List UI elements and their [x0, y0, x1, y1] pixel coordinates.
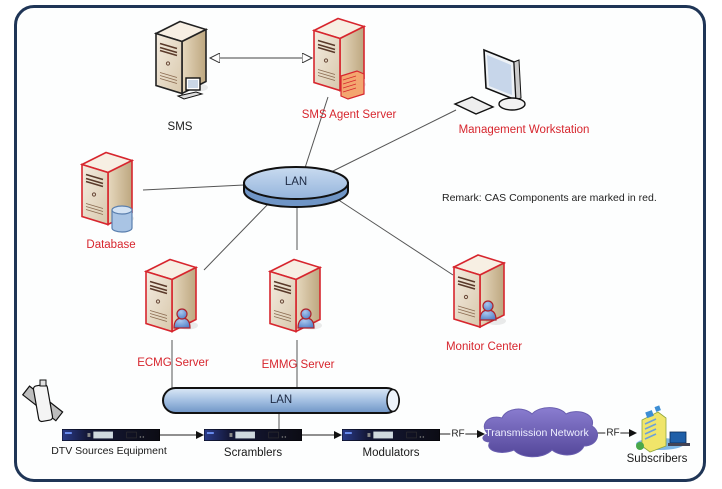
tv-icon [669, 431, 687, 444]
edge-monitor-lan [333, 196, 454, 276]
subscribers-building-icon[interactable] [636, 405, 690, 453]
pc-icon [176, 77, 204, 100]
satellite-icon [21, 379, 64, 423]
management-workstation-icon[interactable] [453, 48, 526, 115]
emmg-server-icon[interactable] [269, 258, 323, 333]
ecmg-server-label: ECMG Server [137, 357, 209, 369]
sms-server-icon[interactable] [155, 20, 209, 100]
lan-bus-icon[interactable] [162, 387, 400, 414]
edge-sms-agent-lan [303, 96, 329, 172]
modulators-rack-icon[interactable] [342, 429, 440, 441]
ecmg-server-icon[interactable] [145, 258, 199, 333]
database-server-icon[interactable] [81, 151, 135, 233]
scramblers-label: Scramblers [223, 447, 283, 459]
connector-lines [142, 96, 457, 430]
rf-label-subscribers: RF [605, 427, 621, 439]
dtv-sources-label: DTV Sources Equipment [51, 445, 167, 457]
subscribers-label: Subscribers [626, 453, 688, 465]
edge-database-lan [142, 184, 245, 191]
sms-label: SMS [167, 121, 193, 133]
remark-text: Remark: CAS Components are marked in red… [442, 192, 657, 204]
firewall-icon [340, 70, 365, 100]
emmg-server-label: EMMG Server [261, 359, 335, 371]
modulators-label: Modulators [362, 447, 420, 459]
dtv-sources-rack-icon[interactable] [62, 429, 160, 441]
lan-bus-label: LAN [269, 394, 293, 406]
transmission-network-label: Transmission Network [485, 427, 589, 439]
scramblers-rack-icon[interactable] [204, 429, 302, 441]
database-label: Database [86, 239, 136, 251]
lan-hub-label: LAN [284, 176, 308, 188]
monitor-center-server-icon[interactable] [453, 254, 507, 328]
transmission-network-cloud-icon[interactable] [482, 407, 599, 458]
management-workstation-label: Management Workstation [458, 124, 590, 136]
edge-workstation-lan [326, 109, 457, 175]
sms-agent-server-icon[interactable] [313, 17, 367, 100]
edge-ecmg-lan [203, 199, 273, 271]
monitor-center-label: Monitor Center [445, 341, 523, 353]
lan-hub-icon[interactable] [243, 166, 349, 208]
rf-label-modulators: RF [450, 428, 466, 440]
database-cylinder-icon [111, 205, 133, 233]
sms-agent-server-label: SMS Agent Server [301, 109, 397, 121]
